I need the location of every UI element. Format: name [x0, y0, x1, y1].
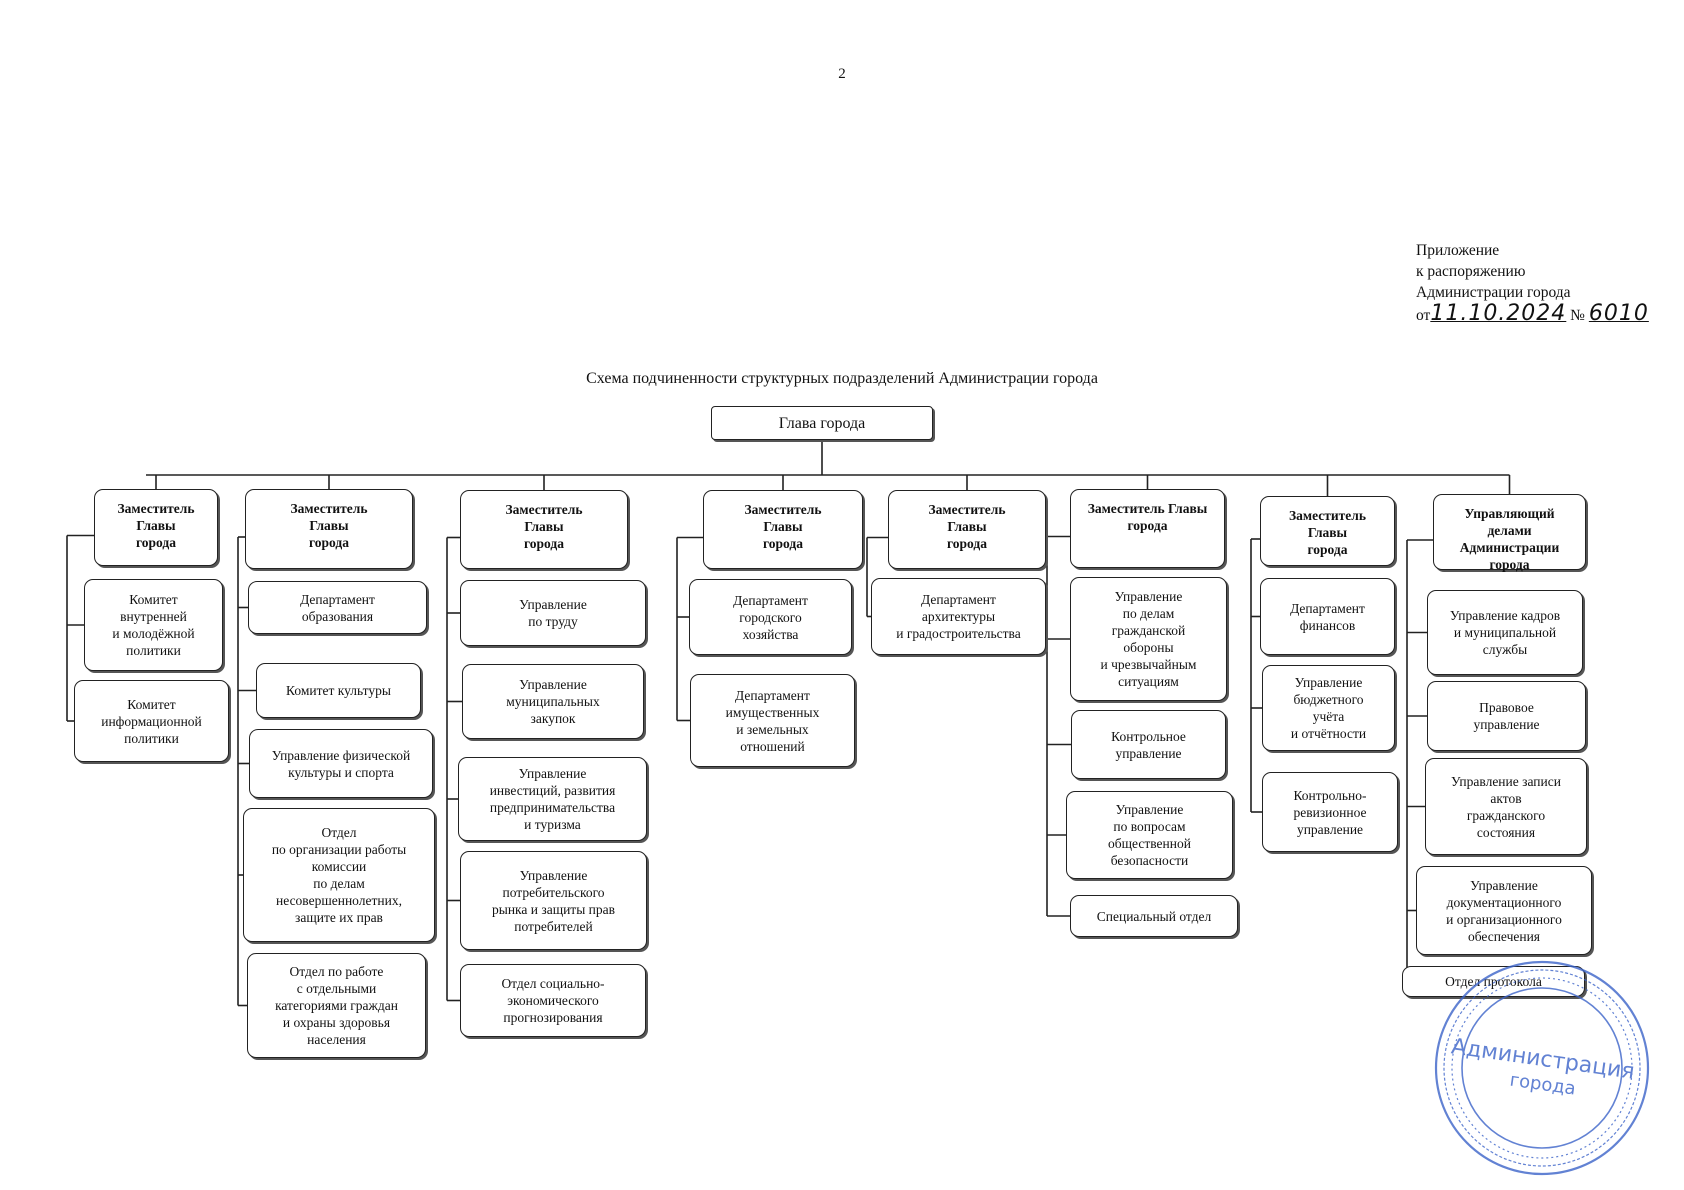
appendix-block: Приложение к распоряжению Администрации …: [1416, 240, 1649, 326]
deputy-box: Заместитель Главы города: [1260, 496, 1395, 566]
unit-box: Контрольное управление: [1071, 710, 1226, 779]
deputy-box: Заместитель Главы города: [1070, 489, 1225, 568]
document-title: Схема подчиненности структурных подразде…: [586, 370, 1098, 387]
official-stamp: Администрация города: [1434, 960, 1650, 1176]
unit-box: Правовое управление: [1427, 681, 1586, 751]
unit-box: Управление потребительского рынка и защи…: [460, 851, 647, 950]
unit-box: Управление записи актов гражданского сос…: [1425, 758, 1587, 855]
appendix-line-2: к распоряжению: [1416, 263, 1526, 280]
unit-box: Комитет информационной политики: [74, 680, 229, 762]
unit-box: Управление инвестиций, развития предприн…: [458, 757, 647, 841]
unit-box: Управление по вопросам общественной безо…: [1066, 791, 1233, 879]
unit-box: Департамент городского хозяйства: [689, 579, 852, 655]
head-box: Глава города: [711, 406, 933, 440]
unit-box: Управление по труду: [460, 580, 646, 646]
unit-box: Управление физической культуры и спорта: [249, 729, 433, 798]
unit-box: Отдел по организации работы комиссии по …: [243, 808, 435, 942]
deputy-box: Управляющий делами Администрации города: [1433, 494, 1586, 572]
number-value: 6010: [1588, 301, 1649, 326]
number-prefix: №: [1570, 307, 1585, 324]
date-value: 11.10.2024: [1430, 301, 1567, 326]
unit-box: Департамент финансов: [1260, 578, 1395, 655]
unit-box: Управление муниципальных закупок: [462, 664, 644, 739]
unit-box: Комитет культуры: [256, 663, 421, 718]
deputy-box: Заместитель Главы города: [460, 490, 628, 569]
unit-box: Департамент имущественных и земельных от…: [690, 674, 855, 767]
unit-box: Комитет внутренней и молодёжной политики: [84, 579, 223, 671]
deputy-box: Заместитель Главы города: [94, 489, 218, 566]
unit-box: Управление документационного и организац…: [1416, 866, 1592, 955]
appendix-date-line: от11.10.2024 № 6010: [1416, 303, 1649, 326]
unit-box: Отдел протокола: [1402, 966, 1585, 997]
unit-box: Департамент образования: [248, 581, 427, 634]
unit-box: Департамент архитектуры и градостроитель…: [871, 578, 1046, 655]
unit-box: Специальный отдел: [1070, 895, 1238, 937]
deputy-box: Заместитель Главы города: [888, 490, 1046, 569]
deputy-box: Заместитель Главы города: [703, 490, 863, 569]
unit-box: Контрольно- ревизионное управление: [1262, 772, 1398, 852]
unit-box: Отдел социально- экономического прогнози…: [460, 964, 646, 1037]
unit-box: Отдел по работе с отдельными категориями…: [247, 953, 426, 1058]
deputy-box: Заместитель Главы города: [245, 489, 413, 569]
appendix-line-1: Приложение: [1416, 242, 1500, 259]
page-number: 2: [838, 66, 846, 82]
unit-box: Управление бюджетного учёта и отчётности: [1262, 665, 1395, 751]
unit-box: Управление по делам гражданской обороны …: [1070, 577, 1227, 701]
unit-box: Управление кадров и муниципальной службы: [1427, 590, 1583, 675]
appendix-line-3: Администрации города: [1416, 284, 1571, 301]
date-prefix: от: [1416, 307, 1431, 324]
